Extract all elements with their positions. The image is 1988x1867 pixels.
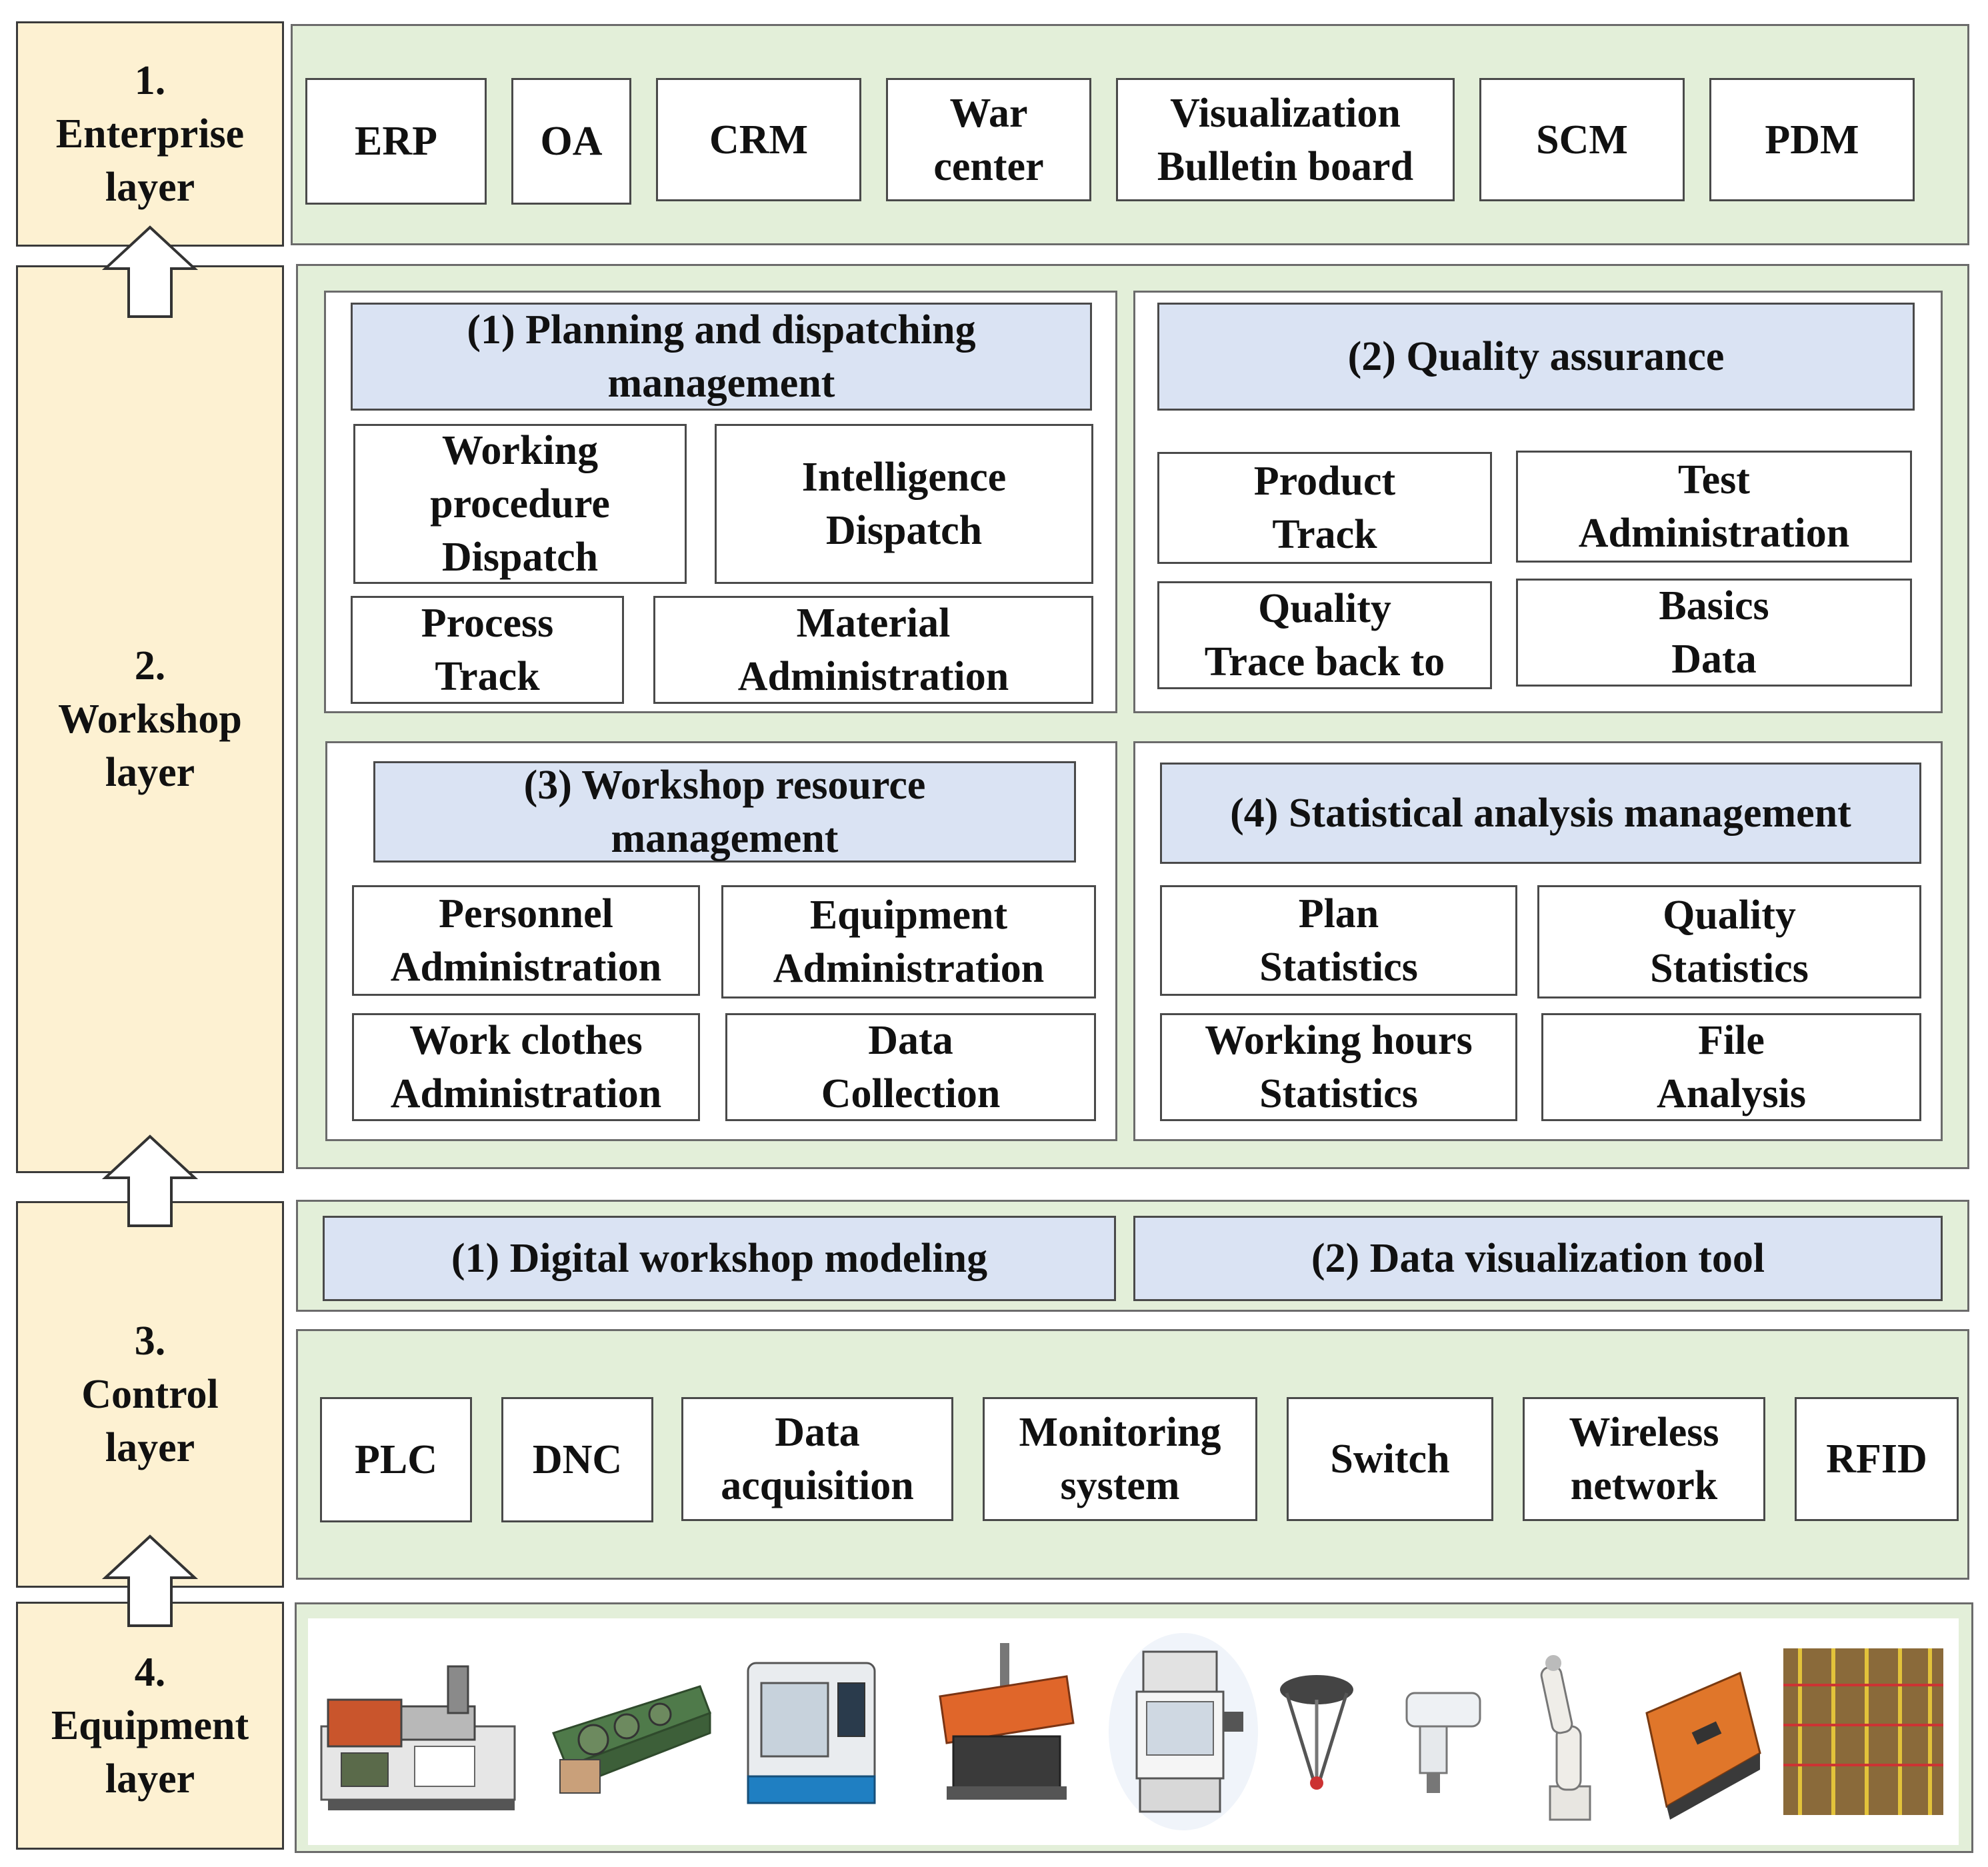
visualization-bulletin-label: Visualization Bulletin board: [1157, 90, 1414, 189]
file-analysis-label: File Analysis: [1657, 1018, 1806, 1116]
personnel-administration-box: Personnel Administration: [352, 885, 700, 996]
agv-vehicle-icon: [1645, 1671, 1761, 1820]
erp-label: ERP: [355, 119, 437, 164]
data-visualization-tool-box: (2) Data visualization tool: [1133, 1216, 1943, 1301]
plc-label: PLC: [355, 1437, 437, 1482]
work-clothes-administration-box: Work clothes Administration: [352, 1013, 700, 1121]
pdm-label: PDM: [1765, 117, 1859, 163]
articulated-robot-arm-icon: [1540, 1655, 1591, 1821]
working-procedure-dispatch-box: Working procedure Dispatch: [353, 424, 687, 584]
intelligence-dispatch-box: Intelligence Dispatch: [715, 424, 1093, 584]
data-visualization-tool-label: (2) Data visualization tool: [1311, 1236, 1765, 1281]
test-administration-label: Test Administration: [1578, 457, 1850, 556]
up-arrow-icon: [101, 225, 199, 318]
plan-statistics-label: Plan Statistics: [1259, 891, 1418, 990]
rfid-box: RFID: [1795, 1397, 1959, 1521]
equipment-administration-label: Equipment Administration: [773, 893, 1045, 991]
scm-label: SCM: [1536, 117, 1628, 163]
digital-workshop-modeling-label: (1) Digital workshop modeling: [451, 1236, 988, 1281]
file-analysis-box: File Analysis: [1541, 1013, 1921, 1121]
planning-title: (1) Planning and dispatching management: [467, 307, 976, 406]
digital-workshop-modeling-box: (1) Digital workshop modeling: [323, 1216, 1116, 1301]
plc-box: PLC: [320, 1397, 472, 1522]
erp-box: ERP: [305, 78, 487, 205]
crm-box: CRM: [656, 78, 861, 201]
dnc-box: DNC: [501, 1397, 653, 1522]
rfid-label: RFID: [1826, 1436, 1927, 1482]
wireless-network-label: Wireless network: [1569, 1410, 1719, 1508]
crm-label: CRM: [709, 117, 809, 163]
workshop-layer-label: 2. Workshop layer: [16, 265, 284, 1173]
product-track-box: Product Track: [1157, 452, 1492, 564]
working-hours-statistics-label: Working hours Statistics: [1205, 1018, 1473, 1116]
working-procedure-dispatch-label: Working procedure Dispatch: [430, 428, 610, 580]
band-saw-machine-icon: [939, 1643, 1075, 1800]
quality-trace-label: Quality Trace back to: [1204, 586, 1445, 685]
up-arrow-icon: [101, 1534, 199, 1627]
data-collection-box: Data Collection: [725, 1013, 1096, 1121]
work-clothes-administration-label: Work clothes Administration: [390, 1018, 662, 1116]
resource-header: (3) Workshop resource management: [373, 761, 1076, 863]
control-layer-label: 3. Control layer: [16, 1201, 284, 1588]
personnel-administration-label: Personnel Administration: [390, 891, 662, 990]
delta-robot-icon: [1280, 1675, 1353, 1790]
statistics-header: (4) Statistical analysis management: [1160, 763, 1921, 864]
equipment-layer-label: 4. Equipment layer: [16, 1602, 284, 1850]
oa-label: OA: [540, 119, 603, 164]
data-collection-label: Data Collection: [821, 1018, 1001, 1116]
quality-statistics-box: Quality Statistics: [1537, 885, 1921, 998]
working-hours-statistics-box: Working hours Statistics: [1160, 1013, 1517, 1121]
automated-warehouse-rack-icon: [1783, 1648, 1943, 1815]
switch-label: Switch: [1330, 1436, 1450, 1482]
wireless-network-box: Wireless network: [1523, 1397, 1765, 1521]
plan-statistics-box: Plan Statistics: [1160, 885, 1517, 996]
basics-data-box: Basics Data: [1516, 579, 1912, 687]
quality-title: (2) Quality assurance: [1347, 334, 1725, 379]
equipment-layer-text: 4. Equipment layer: [51, 1650, 249, 1802]
process-track-box: Process Track: [351, 596, 624, 704]
statistics-title: (4) Statistical analysis management: [1230, 791, 1851, 836]
equipment-administration-box: Equipment Administration: [721, 885, 1096, 998]
test-administration-box: Test Administration: [1516, 451, 1912, 563]
material-administration-box: Material Administration: [653, 596, 1093, 704]
control-layer-text: 3. Control layer: [81, 1318, 219, 1470]
enterprise-layer-text: 1. Enterprise layer: [55, 58, 245, 210]
scm-box: SCM: [1479, 78, 1685, 201]
monitoring-system-box: Monitoring system: [983, 1397, 1257, 1521]
pdm-box: PDM: [1709, 78, 1915, 201]
enterprise-layer-label: 1. Enterprise layer: [16, 21, 284, 247]
data-acquisition-box: Data acquisition: [681, 1397, 953, 1521]
roll-forming-machine-icon: [552, 1685, 711, 1794]
war-center-label: War center: [933, 90, 1044, 189]
injection-molding-machine-icon: [320, 1665, 516, 1810]
automated-inspection-cell-icon: [1109, 1633, 1258, 1830]
material-administration-label: Material Administration: [737, 601, 1009, 699]
quality-header: (2) Quality assurance: [1157, 303, 1915, 411]
intelligence-dispatch-label: Intelligence Dispatch: [801, 455, 1007, 553]
visualization-bulletin-box: Visualization Bulletin board: [1116, 78, 1455, 201]
product-track-label: Product Track: [1253, 459, 1396, 557]
resource-title: (3) Workshop resource management: [523, 763, 926, 861]
up-arrow-icon: [101, 1134, 199, 1227]
monitoring-system-label: Monitoring system: [1019, 1410, 1221, 1508]
quality-statistics-label: Quality Statistics: [1650, 893, 1809, 991]
cnc-lathe-icon: [747, 1662, 876, 1804]
workshop-layer-text: 2. Workshop layer: [58, 643, 242, 795]
data-acquisition-label: Data acquisition: [721, 1410, 914, 1508]
war-center-box: War center: [886, 78, 1091, 201]
process-track-label: Process Track: [421, 601, 554, 699]
planning-header: (1) Planning and dispatching management: [351, 303, 1092, 411]
quality-trace-box: Quality Trace back to: [1157, 581, 1492, 689]
dnc-label: DNC: [532, 1437, 623, 1482]
oa-box: OA: [511, 78, 631, 205]
switch-box: Switch: [1287, 1397, 1493, 1521]
scara-robot-icon: [1405, 1692, 1481, 1793]
basics-data-label: Basics Data: [1659, 583, 1769, 682]
